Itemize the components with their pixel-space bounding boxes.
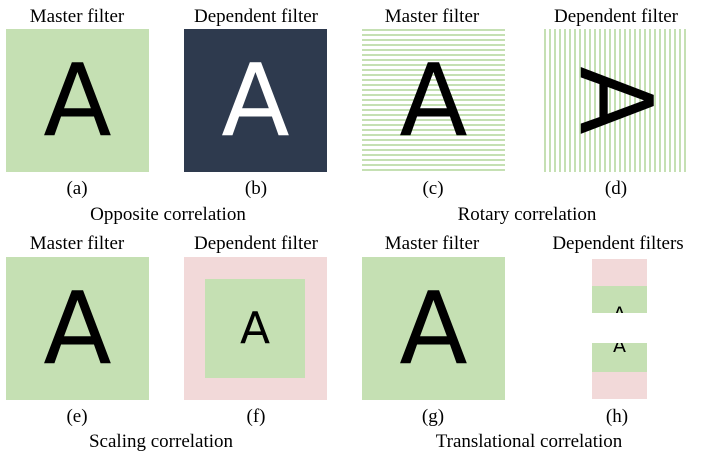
letter-h-glyph-lower: A bbox=[613, 343, 626, 357]
label-c: (c) bbox=[422, 178, 444, 199]
caption-a: Master filter bbox=[29, 6, 125, 27]
group-title-translational: Translational correlation bbox=[435, 431, 623, 452]
label-h: (h) bbox=[605, 406, 629, 427]
caption-f: Dependent filter bbox=[194, 233, 318, 254]
letter-f-glyph-scaled: A bbox=[239, 302, 271, 354]
green-band-lower bbox=[592, 343, 647, 372]
label-f: (f) bbox=[246, 406, 266, 427]
translated-filter-upper: A bbox=[592, 259, 647, 313]
panel-a-master-filter: A bbox=[6, 29, 149, 172]
letter-a-glyph: A bbox=[43, 41, 112, 159]
panel-e-master-filter: A bbox=[6, 257, 149, 400]
panel-g-master-filter: A bbox=[362, 257, 505, 400]
letter-g-glyph: A bbox=[399, 269, 468, 387]
letter-b-glyph: A bbox=[221, 41, 290, 159]
letter-h-glyph-upper: A bbox=[592, 305, 647, 314]
panel-d-dependent-filter: A bbox=[544, 29, 687, 172]
group-title-scaling: Scaling correlation bbox=[88, 431, 234, 452]
panel-f-dependent-filter: A bbox=[184, 257, 327, 400]
letter-e-glyph: A bbox=[43, 269, 112, 387]
panel-c-master-filter: A bbox=[362, 29, 505, 172]
label-g: (g) bbox=[421, 406, 445, 427]
letter-d-glyph-rotated: A bbox=[557, 66, 675, 135]
label-d: (d) bbox=[604, 178, 628, 199]
pink-band-upper bbox=[592, 259, 647, 286]
caption-c: Master filter bbox=[384, 6, 480, 27]
translated-filter-lower: A bbox=[592, 343, 647, 399]
label-e: (e) bbox=[66, 406, 88, 427]
caption-g: Master filter bbox=[384, 233, 480, 254]
scaled-inner-filter: A bbox=[205, 279, 305, 378]
label-b: (b) bbox=[244, 178, 268, 199]
pink-band-lower bbox=[592, 372, 647, 399]
caption-b: Dependent filter bbox=[194, 6, 318, 27]
letter-c-glyph: A bbox=[399, 41, 468, 159]
panel-h-dependent-filters: A A bbox=[592, 259, 647, 399]
caption-h: Dependent filters bbox=[552, 233, 684, 254]
label-a: (a) bbox=[66, 178, 88, 199]
panel-b-dependent-filter: A bbox=[184, 29, 327, 172]
green-band-upper bbox=[592, 286, 647, 313]
group-title-rotary: Rotary correlation bbox=[457, 204, 597, 225]
group-title-opposite: Opposite correlation bbox=[90, 204, 246, 225]
caption-e: Master filter bbox=[29, 233, 125, 254]
caption-d: Dependent filter bbox=[554, 6, 678, 27]
